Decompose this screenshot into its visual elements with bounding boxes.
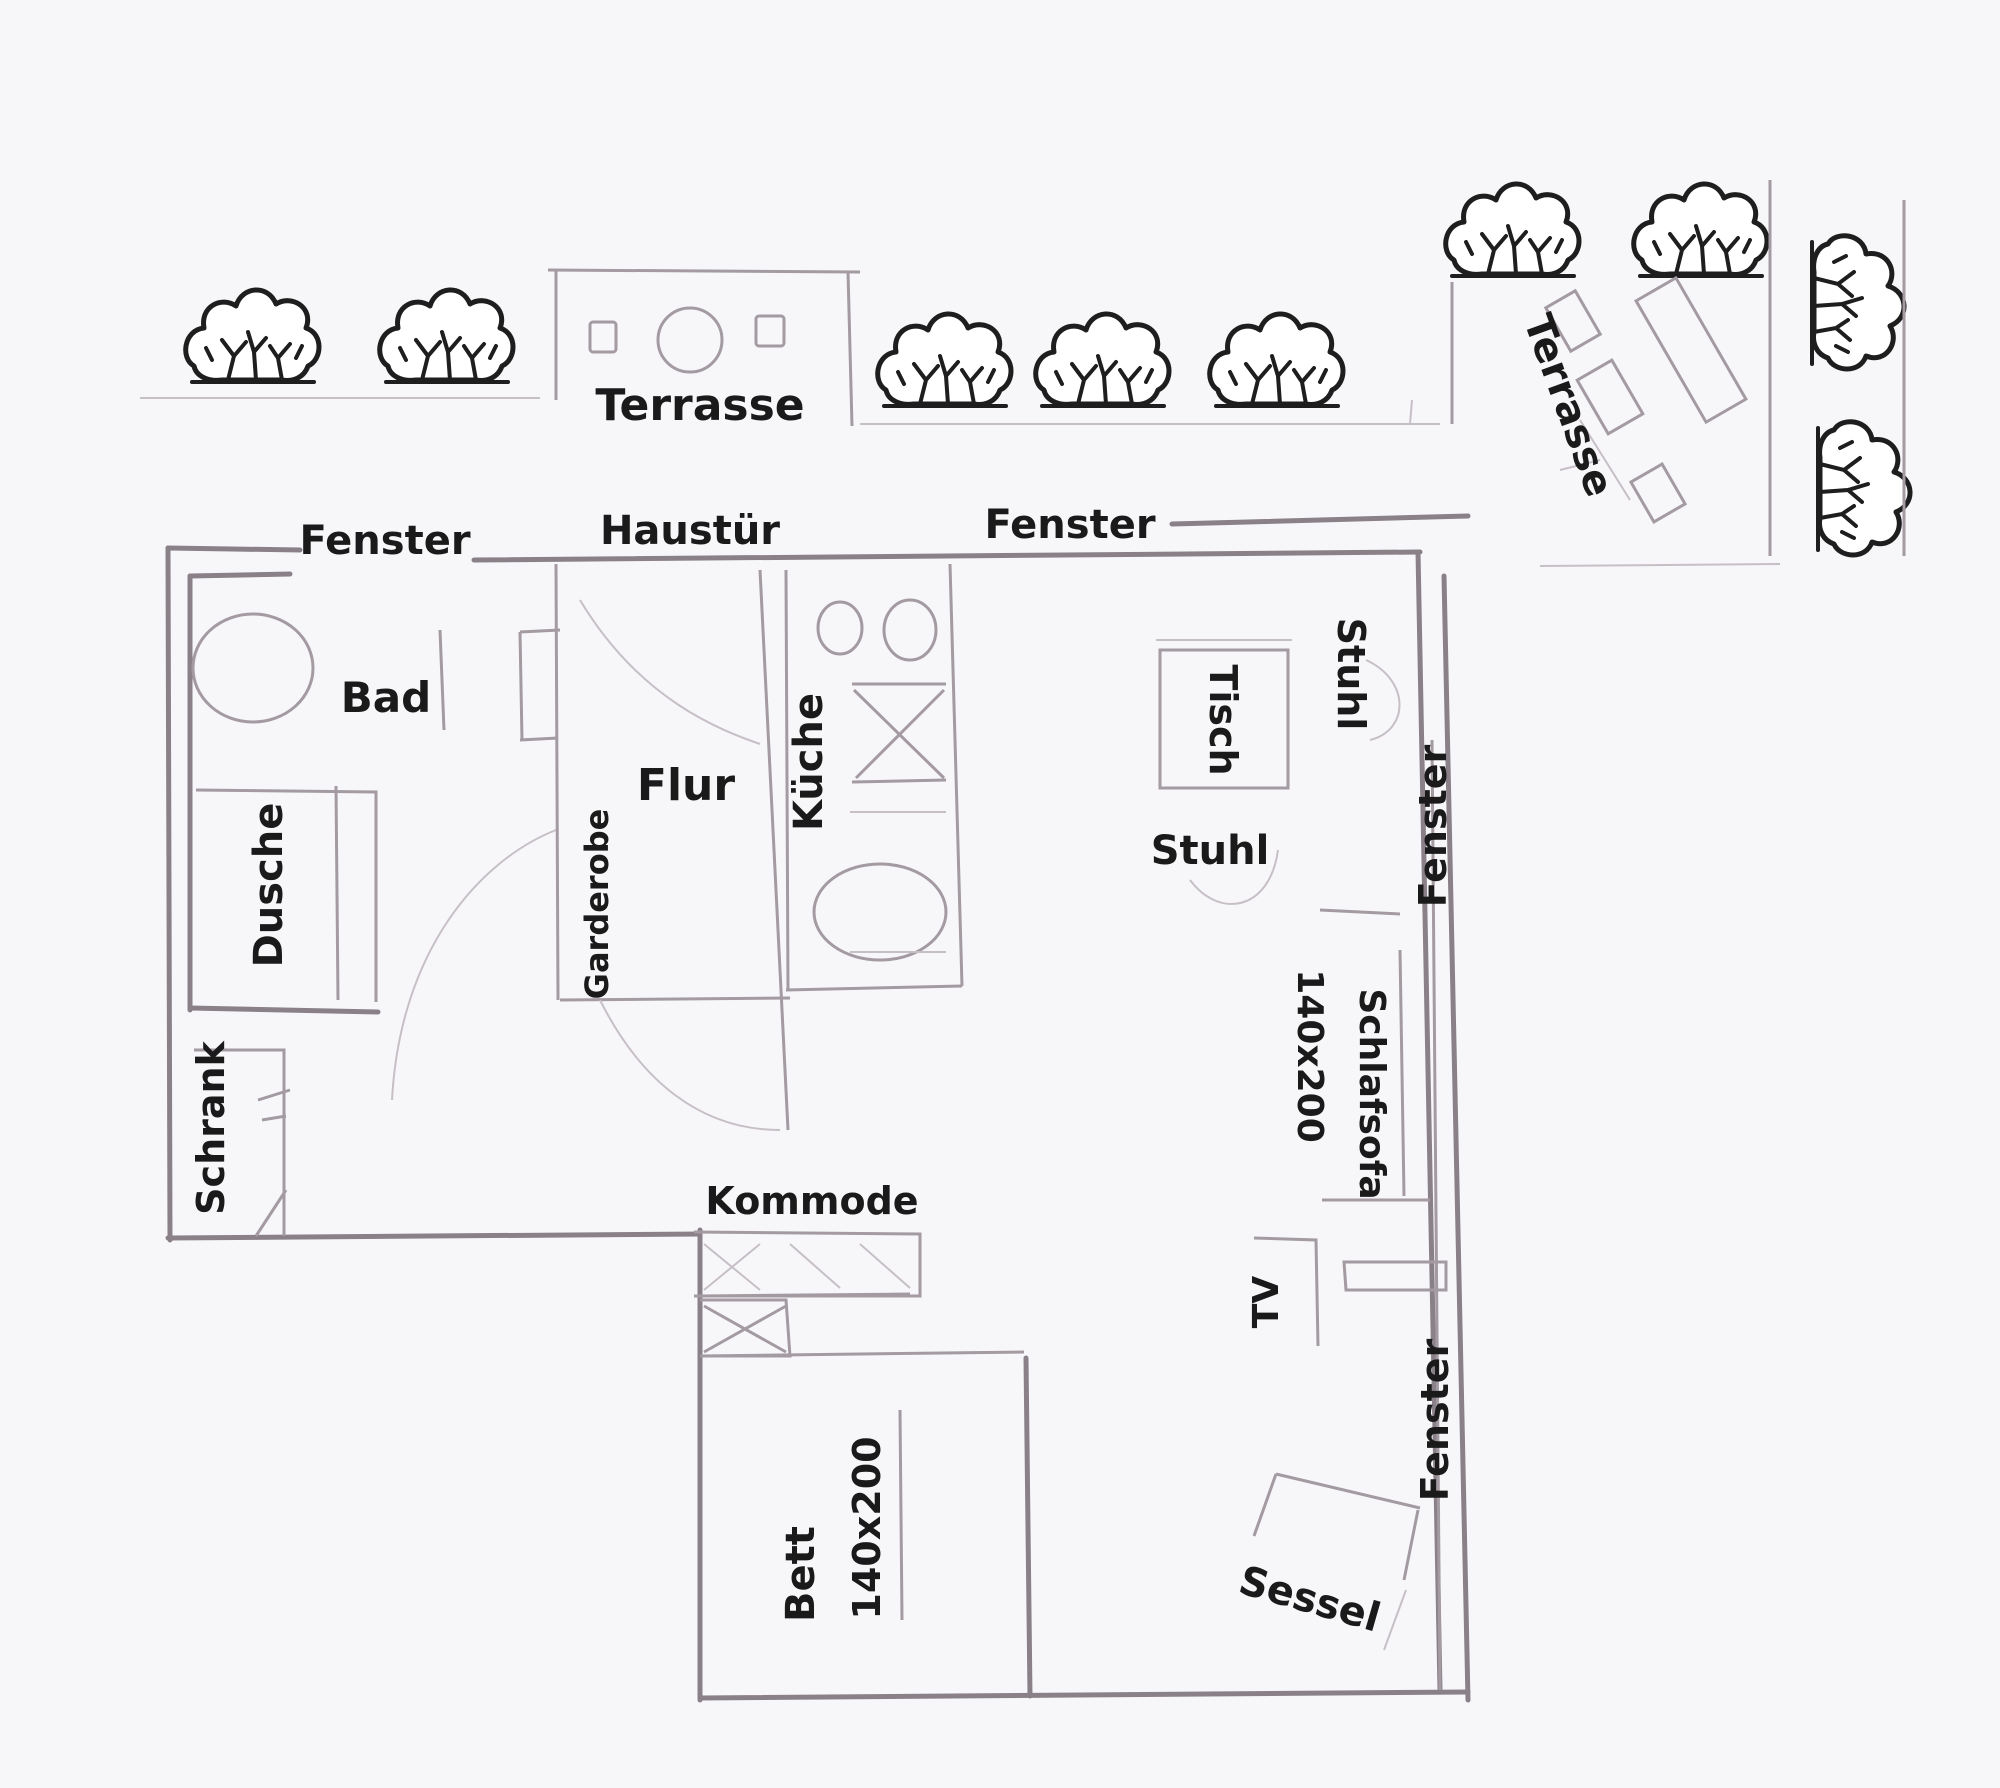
dining-area [1156,639,1401,905]
terrace-right [1450,180,1906,567]
armchair [1252,1472,1421,1651]
shrub-icon-4 [1036,314,1169,406]
window-label-right-lower: Fenster [1413,1338,1457,1501]
terrace-label-right: Terrasse [1514,308,1622,503]
terrace-label-top: Terrasse [595,380,804,431]
kitchen-label: Küche [786,693,832,831]
front-door-label: Haustür [600,508,780,554]
bathroom-label: Bad [341,673,431,722]
dresser [693,1230,922,1358]
kitchen [784,563,964,992]
shrub-icon-5 [1210,314,1343,406]
coat-rack-label: Garderobe [578,809,616,1000]
armchair-label: Sessel [1234,1557,1385,1641]
tv-stand [1253,1236,1448,1347]
shower-label: Dusche [246,803,292,968]
chair-label-bottom: Stuhl [1151,828,1270,874]
bed-size-label: 140x200 [845,1436,889,1619]
shrub-icon-2 [380,290,513,382]
shrub-icon-9 [1818,422,1910,555]
sofa-bed-label: Schlafsofa [1351,988,1392,1199]
labels: Fenster Haustür Fenster Terrasse Terrass… [189,308,1622,1641]
sofa-bed-size-label: 140x200 [1289,969,1330,1143]
hallway-label: Flur [637,760,735,811]
sofa-bed [1319,908,1430,1202]
shrub-icon-3 [878,314,1011,406]
table-label: Tisch [1201,664,1245,775]
shrub-icon-8 [1812,236,1904,369]
window-label-top-right: Fenster [984,502,1155,548]
shrub-icon-7 [1634,184,1767,276]
chair-label-top: Stuhl [1329,618,1373,731]
wardrobe [194,1048,291,1237]
bed-label: Bett [778,1526,824,1622]
exterior-walls [165,513,1471,1703]
shrub-icon-6 [1446,184,1579,276]
window-label-top-left: Fenster [299,518,470,564]
hallway [518,563,791,1131]
window-label-right-upper: Fenster [1411,744,1455,907]
terrace-top [140,268,1440,427]
wardrobe-label: Schrank [189,1040,233,1214]
tv-label: TV [1246,1276,1287,1329]
bathroom [187,571,557,1101]
dresser-label: Kommode [705,1179,918,1223]
shrub-icon-1 [186,290,319,382]
bed [699,1350,1033,1699]
